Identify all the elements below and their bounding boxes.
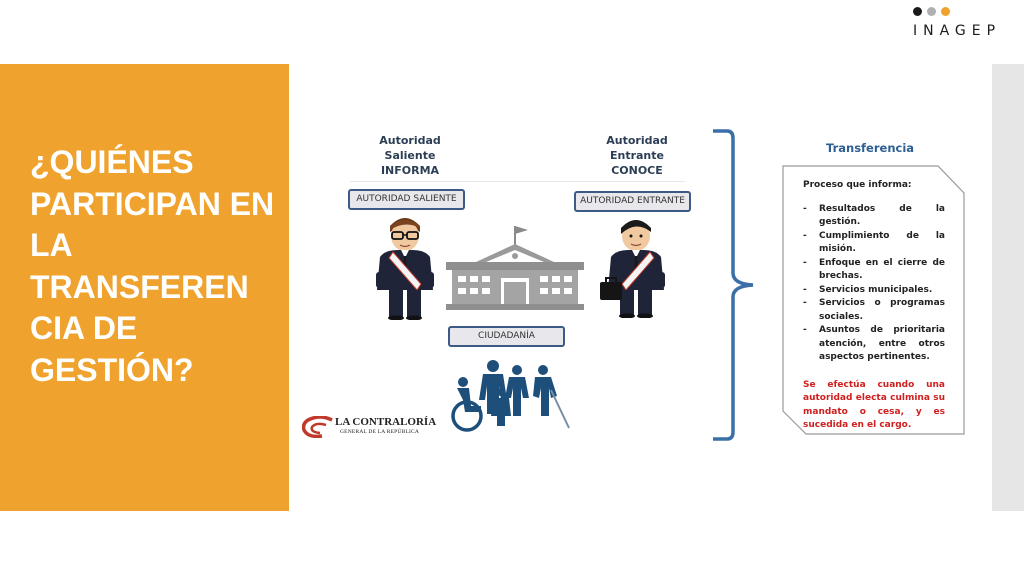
outgoing-authority-tag: AUTORIDAD SALIENTE [348, 189, 465, 210]
slide-title: ¿QUIÉNES PARTICIPAN EN LA TRANSFEREN CIA… [30, 144, 275, 388]
brand-dot [941, 7, 950, 16]
outgoing-heading: Autoridad Saliente INFORMA [352, 133, 468, 178]
incoming-heading-title: Autoridad Entrante [606, 134, 668, 162]
official-outgoing-icon [376, 218, 434, 320]
divider-line [350, 181, 685, 182]
outgoing-heading-title: Autoridad Saliente [379, 134, 441, 162]
contraloria-logo-icon [302, 416, 333, 438]
process-item: Servicios municipales. [803, 284, 945, 298]
citizens-tag: CIUDADANÍA [448, 326, 565, 347]
incoming-authority-tag: AUTORIDAD ENTRANTE [574, 191, 691, 212]
brand-dot [913, 7, 922, 16]
contraloria-name: LA CONTRALORÍA [335, 416, 437, 428]
incoming-heading-verb: CONOCE [611, 164, 663, 177]
process-item: Asuntos de prioritaria atención, entre o… [803, 324, 945, 365]
incoming-heading: Autoridad Entrante CONOCE [578, 133, 696, 178]
side-strip [992, 64, 1024, 511]
process-item: Resultados de la gestión. [803, 203, 945, 230]
contraloria-subtitle: GENERAL DE LA REPÚBLICA [340, 429, 420, 435]
process-item: Cumplimiento de la misión. [803, 230, 945, 257]
municipal-building-icon [446, 226, 584, 310]
transfer-document-content: Proceso que informa: Resultados de la ge… [803, 179, 945, 433]
process-label: Proceso que informa: [803, 180, 912, 190]
process-item: Enfoque en el cierre de brechas. [803, 257, 945, 284]
title-panel [0, 64, 289, 511]
transfer-title: Transferencia [826, 141, 915, 155]
brand-logo-dots [913, 7, 950, 16]
outgoing-heading-verb: INFORMA [380, 164, 440, 177]
transfer-note: Se efectúa cuando una autoridad electa c… [803, 379, 945, 431]
official-incoming-icon [600, 220, 665, 318]
process-list: Resultados de la gestión. Cumplimiento d… [803, 203, 945, 365]
process-item: Servicios o programas sociales. [803, 297, 945, 324]
brand-name: INAGEP [913, 23, 1002, 39]
citizens-group-icon [451, 360, 570, 432]
curly-brace [713, 129, 754, 441]
brand-dot [927, 7, 936, 16]
